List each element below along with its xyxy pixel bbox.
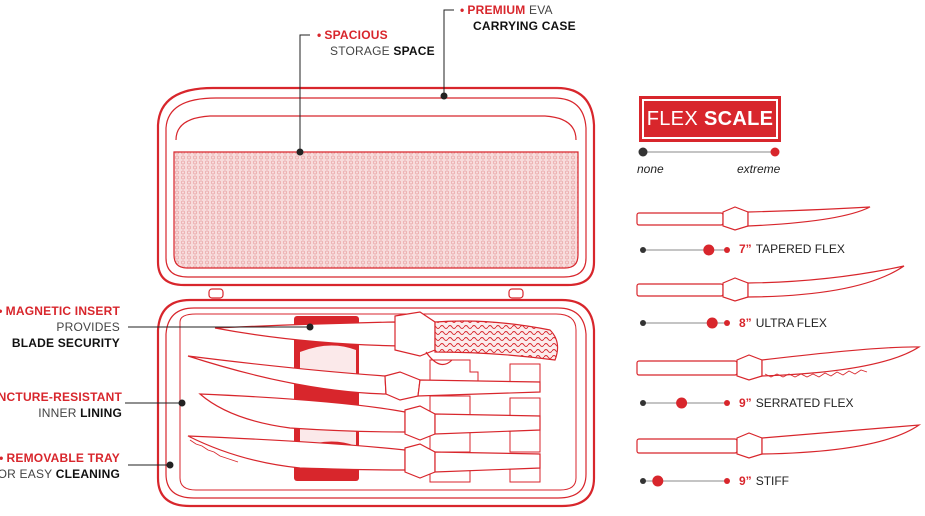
bullet-dot: • <box>0 304 3 318</box>
bullet-dot: • <box>317 28 322 42</box>
flex-knife-1 <box>636 206 871 231</box>
flex-scale-title-b: SCALE <box>703 107 774 130</box>
callout-premium-line2: CARRYING CASE <box>473 19 576 33</box>
flex-knife-label-1: 7”TAPERED FLEX <box>739 242 845 256</box>
callout-puncture-highlight: PUNCTURE-RESISTANT <box>0 390 122 404</box>
callout-magnetic-line2: PROVIDES <box>56 320 120 334</box>
knife-name: SERRATED FLEX <box>755 396 854 410</box>
flex-track-end <box>724 320 730 326</box>
flex-knife-2 <box>636 265 905 302</box>
flex-knife-label-2: 8”ULTRA FLEX <box>739 316 827 330</box>
callout-premium-rest: EVA <box>529 3 553 17</box>
knife-name: STIFF <box>755 474 790 488</box>
callout-magnetic: •MAGNETIC INSERT PROVIDES BLADE SECURITY <box>0 303 120 351</box>
bullet-dot: • <box>0 451 4 465</box>
flex-level-marker <box>676 397 688 409</box>
flex-knife-label-3: 9”SERRATED FLEX <box>739 396 854 410</box>
flex-scale-max-label: extreme <box>737 162 781 176</box>
bullet-dot: • <box>460 3 465 17</box>
callout-spacious-highlight: SPACIOUS <box>324 28 388 42</box>
knife-size: 8” <box>739 316 752 330</box>
flex-track-start <box>640 247 646 253</box>
flex-level-marker <box>706 317 718 329</box>
flex-scale-line <box>638 147 780 157</box>
case-hinges <box>208 288 524 299</box>
callout-puncture: •PUNCTURE-RESISTANT INNER LINING <box>0 389 122 421</box>
callout-removable-highlight: REMOVABLE TRAY <box>6 451 120 465</box>
knife-size: 7” <box>739 242 752 256</box>
knife-size: 9” <box>739 474 752 488</box>
case-lid <box>156 86 596 287</box>
tray-knives <box>187 311 559 479</box>
callout-spacious: •SPACIOUS STORAGE SPACE <box>317 27 435 59</box>
callout-puncture-word2: LINING <box>80 406 122 420</box>
knife-name: TAPERED FLEX <box>755 242 845 256</box>
flex-knife-3 <box>636 346 921 381</box>
flex-track-start <box>640 320 646 326</box>
flex-track-start <box>640 478 646 484</box>
callout-lines <box>125 9 454 469</box>
flex-knife-4 <box>636 424 922 459</box>
flex-scale-min-label: none <box>637 162 664 176</box>
callout-magnetic-highlight: MAGNETIC INSERT <box>5 304 120 318</box>
callout-spacious-word1: STORAGE <box>330 44 390 58</box>
flex-scale-title-a: FLEX <box>646 107 698 130</box>
flex-track-end <box>724 400 730 406</box>
flex-knife-label-4: 9”STIFF <box>739 474 789 488</box>
flex-level-indicators <box>640 244 730 487</box>
flex-track-start <box>640 400 646 406</box>
flex-track-end <box>724 478 730 484</box>
flex-level-marker <box>703 244 715 256</box>
callout-removable-word1: FOR EASY <box>0 467 53 481</box>
callout-removable: •REMOVABLE TRAY FOR EASY CLEANING <box>0 450 120 482</box>
callout-puncture-word1: INNER <box>38 406 77 420</box>
callout-removable-word2: CLEANING <box>55 467 120 481</box>
callout-spacious-word2: SPACE <box>393 44 435 58</box>
callout-magnetic-line3: BLADE SECURITY <box>11 336 120 350</box>
knife-name: ULTRA FLEX <box>755 316 827 330</box>
callout-premium: •PREMIUM EVA CARRYING CASE <box>460 2 576 34</box>
flex-level-marker <box>652 475 664 487</box>
callout-premium-highlight: PREMIUM <box>467 3 526 17</box>
knife-size: 9” <box>739 396 752 410</box>
flex-scale-title: FLEX SCALE <box>642 99 778 139</box>
flex-track-end <box>724 247 730 253</box>
